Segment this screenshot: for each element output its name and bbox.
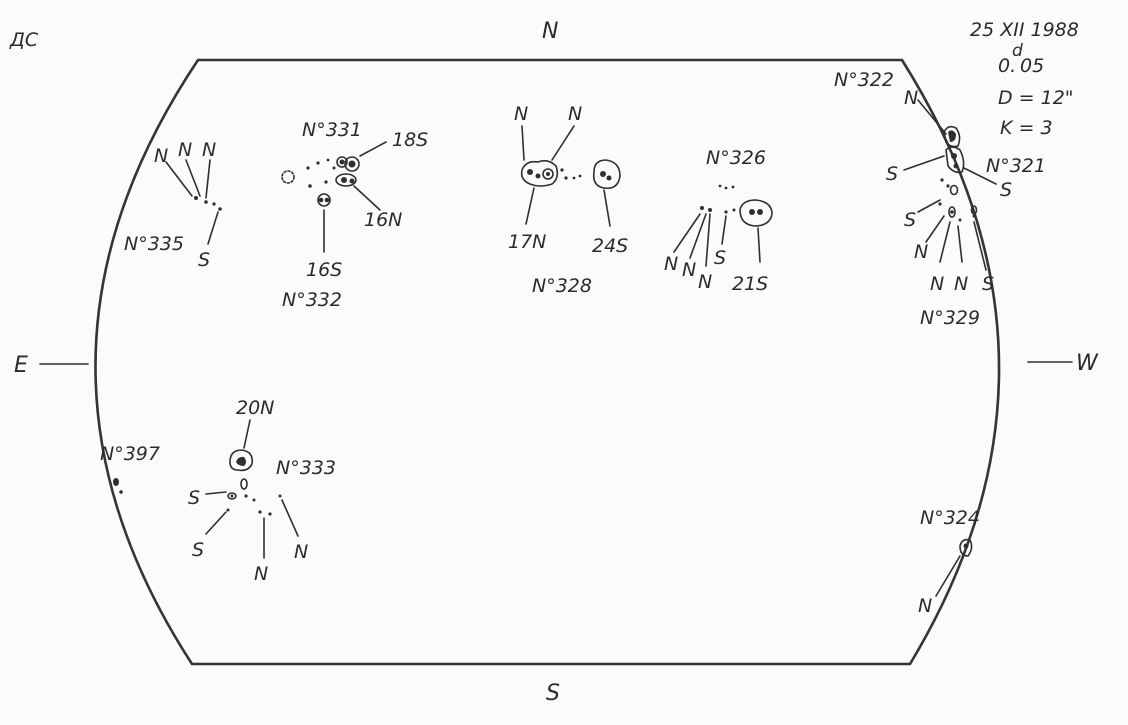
- group-label: N°328: [532, 275, 592, 297]
- group-324: N°324 N: [918, 507, 980, 617]
- polarity-label: N: [682, 259, 696, 281]
- observation-date: 25 XII 1988: [970, 19, 1079, 41]
- polarity-label: S: [904, 209, 916, 231]
- polarity-label: N: [918, 595, 932, 617]
- polarity-label: N: [178, 139, 192, 161]
- disk-diameter: D = 12": [998, 87, 1074, 109]
- group-329: S N N N S N°329: [904, 178, 994, 329]
- observation-time: 0. d 05: [998, 41, 1044, 77]
- group-331: N°331 18S 16N: [281, 119, 428, 231]
- group-label: N°333: [276, 457, 336, 479]
- polarity-label: S: [982, 273, 994, 295]
- observatory-code: ДС: [9, 29, 39, 51]
- east-label: E: [14, 353, 28, 378]
- polarity-label: 16N: [364, 209, 402, 231]
- group-label: N°331: [302, 119, 362, 141]
- svg-text:0.: 0.: [998, 55, 1016, 77]
- group-label: N°332: [282, 289, 342, 311]
- polarity-label: N: [568, 103, 582, 125]
- polarity-label: 16S: [306, 259, 342, 281]
- polarity-label: 20N: [236, 397, 274, 419]
- group-322-321: N°322 N S N°321 S: [834, 69, 1046, 201]
- polarity-label: S: [886, 163, 898, 185]
- group-332: 16S N°332: [282, 193, 342, 311]
- polarity-label: 24S: [592, 235, 628, 257]
- group-328: N N 17N 24S N°328: [508, 103, 628, 297]
- north-label: N: [542, 19, 558, 44]
- polarity-label: N: [698, 271, 712, 293]
- k-index: K = 3: [1000, 117, 1053, 139]
- group-label: N°397: [100, 443, 160, 465]
- polarity-label: S: [192, 539, 204, 561]
- group-label: N°335: [124, 233, 184, 255]
- polarity-label: S: [714, 247, 726, 269]
- group-label: N°326: [706, 147, 766, 169]
- polarity-label: 17N: [508, 231, 546, 253]
- svg-text:d: d: [1012, 41, 1023, 61]
- solar-disk-outline: [94, 58, 1001, 666]
- polarity-label: 18S: [392, 129, 428, 151]
- polarity-label: N: [930, 273, 944, 295]
- polarity-label: N: [914, 241, 928, 263]
- west-label: W: [1076, 351, 1099, 376]
- polarity-label: N: [154, 145, 168, 167]
- south-label: S: [546, 681, 560, 706]
- polarity-label: N: [954, 273, 968, 295]
- polarity-label: S: [1000, 179, 1012, 201]
- group-397: N°397: [100, 443, 160, 494]
- group-label: N°322: [834, 69, 894, 91]
- polarity-label: 21S: [732, 273, 768, 295]
- polarity-label: N: [202, 139, 216, 161]
- group-335: N N N S N°335: [124, 139, 222, 271]
- group-333: 20N N°333 S S N N: [188, 397, 336, 585]
- polarity-label: N: [254, 563, 268, 585]
- group-326: N°326 N N N S 21S: [664, 147, 773, 295]
- polarity-label: S: [188, 487, 200, 509]
- polarity-label: N: [664, 253, 678, 275]
- polarity-label: S: [198, 249, 210, 271]
- group-label: N°324: [920, 507, 980, 529]
- group-label: N°321: [986, 155, 1046, 177]
- polarity-label: N: [514, 103, 528, 125]
- svg-text:05: 05: [1020, 55, 1044, 77]
- polarity-label: N: [294, 541, 308, 563]
- polarity-label: N: [904, 87, 918, 109]
- group-label: N°329: [920, 307, 980, 329]
